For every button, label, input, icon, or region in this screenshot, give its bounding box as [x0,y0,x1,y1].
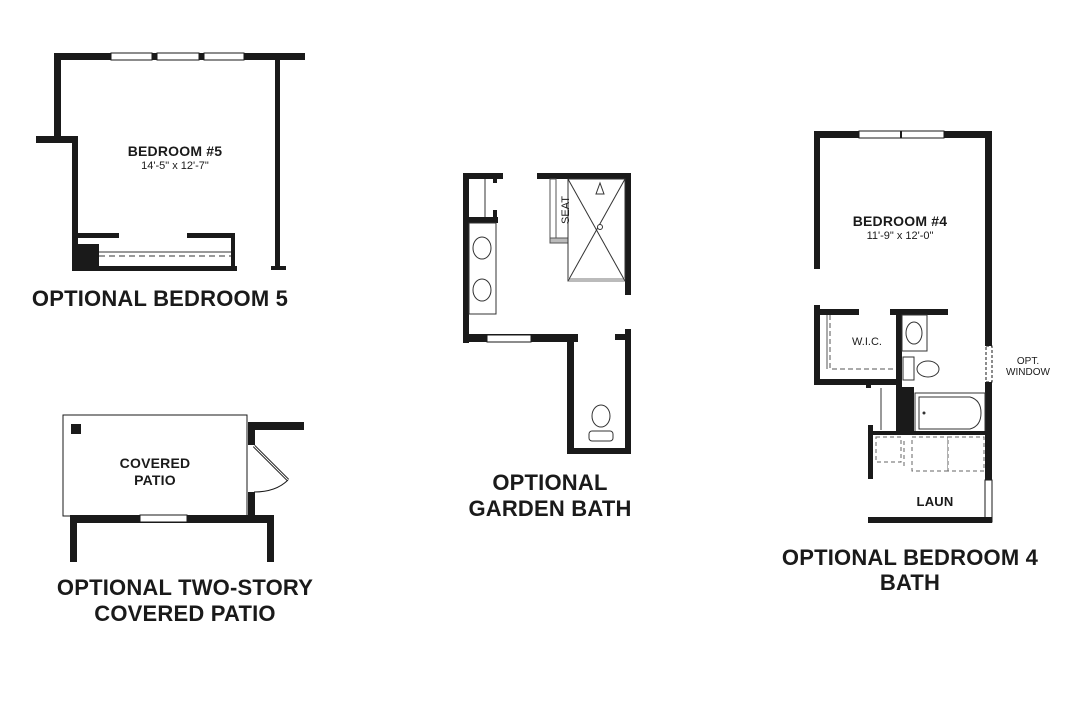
bedroom4-plan [814,130,993,523]
walk-in-closet-label: W.I.C. [852,336,882,348]
patio-room-name-line2: PATIO [134,472,176,488]
garden-bath-plan [463,173,631,454]
bedroom4-plan-title-line1: OPTIONAL BEDROOM 4 [781,545,1039,570]
bedroom5-room-dimensions: 14'-5" x 12'-7" [141,160,209,172]
bedroom4-plan-title-line2: BATH [879,570,941,595]
laundry-label: LAUN [916,494,954,509]
bedroom5-plan-title: OPTIONAL BEDROOM 5 [31,286,289,311]
patio-plan [62,414,304,562]
patio-plan-title-line2: COVERED PATIO [94,601,276,626]
garden-bath-title-line2: GARDEN BATH [468,496,632,521]
bedroom5-room-name: BEDROOM #5 [127,143,223,159]
bedroom4-room-dimensions: 11'-9" x 12'-0" [866,230,934,242]
opt-window-label-line1: OPT. [1016,356,1040,367]
patio-room-name-line1: COVERED [119,455,191,471]
garden-bath-title-line1: OPTIONAL [492,470,608,495]
bedroom4-room-name: BEDROOM #4 [852,213,948,229]
garden-bath-seat-label: SEAT [560,196,572,224]
bedroom5-plan [36,52,305,271]
opt-window-label-line2: WINDOW [1006,367,1050,378]
patio-plan-title-line1: OPTIONAL TWO-STORY [56,575,314,600]
